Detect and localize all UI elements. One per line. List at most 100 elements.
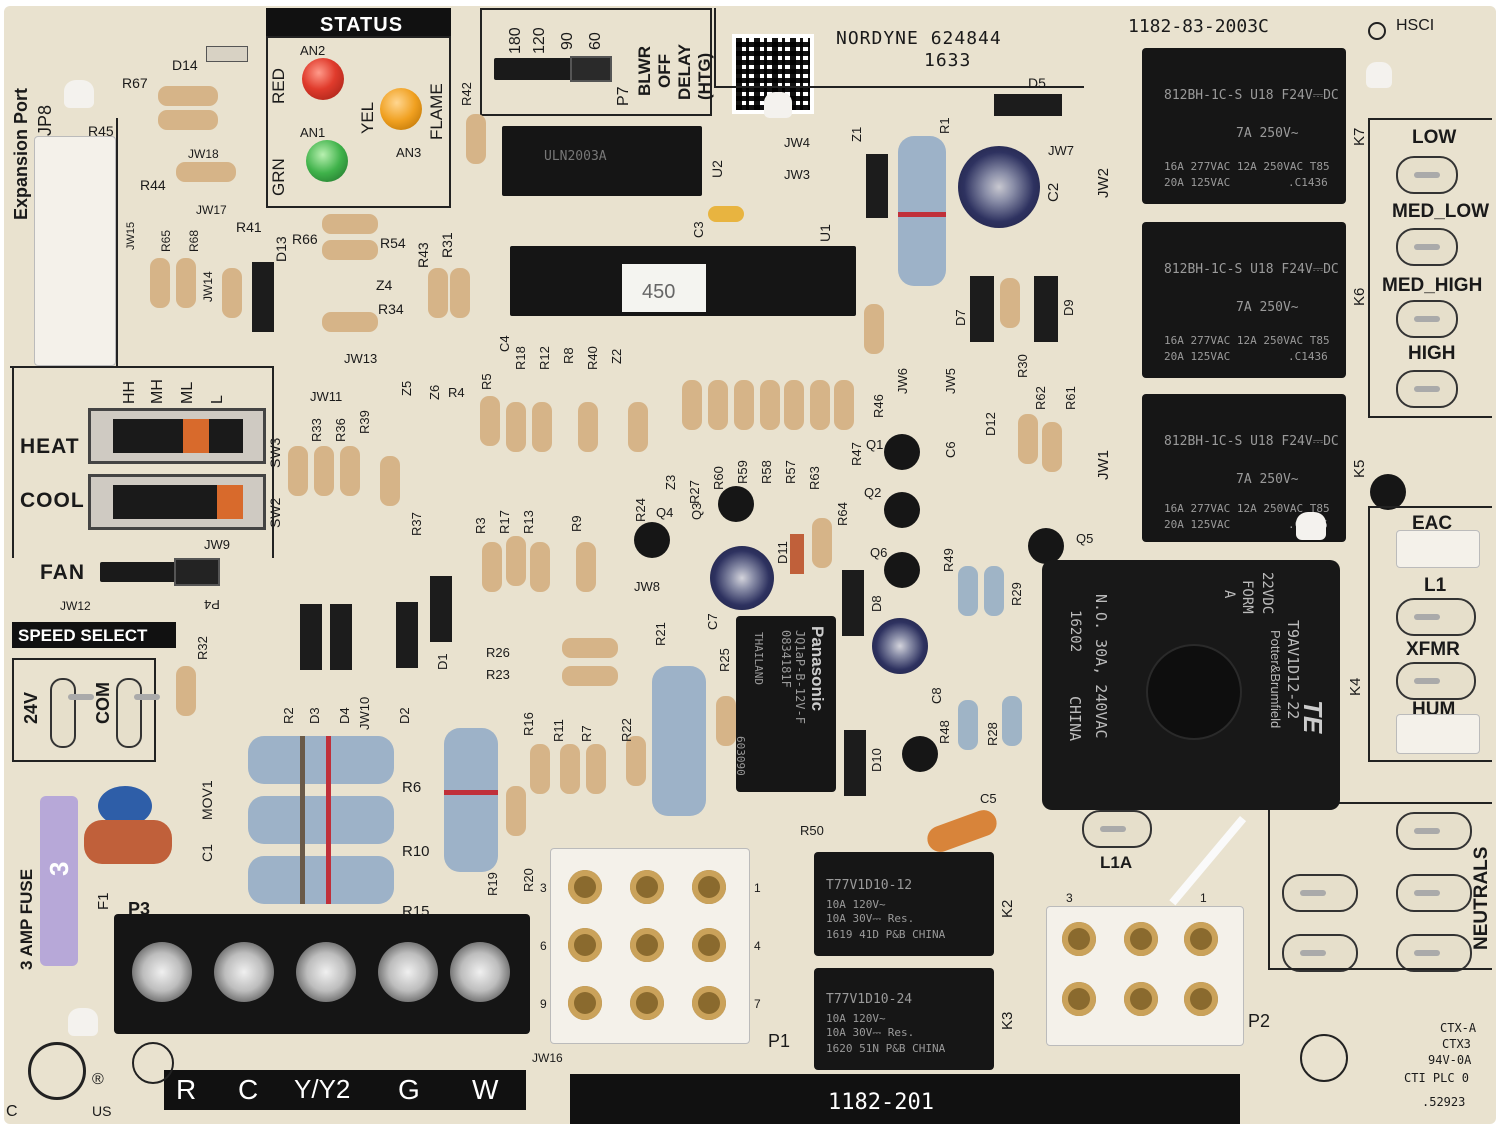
neutral-2[interactable] xyxy=(1396,874,1472,912)
fuse-3a[interactable] xyxy=(40,796,78,966)
expansion-port-connector[interactable] xyxy=(34,136,116,366)
ref-r63: R63 xyxy=(807,466,822,490)
ref-r18: R18 xyxy=(513,346,528,370)
p2-pin-4 xyxy=(1062,982,1096,1016)
ref-r58: R58 xyxy=(759,460,774,484)
terminal-com[interactable] xyxy=(116,678,160,748)
csa-logo xyxy=(28,1042,86,1100)
ref-d4: D4 xyxy=(337,707,352,724)
ref-c4: C4 xyxy=(497,335,512,352)
blower-jumper-cap[interactable] xyxy=(570,56,612,82)
ref-r44: R44 xyxy=(140,177,166,193)
l1-terminal[interactable] xyxy=(1396,598,1476,636)
p1-pin-9 xyxy=(692,986,726,1020)
capacitor-c8 xyxy=(872,618,928,674)
resistor-r17 xyxy=(506,536,526,586)
csa-us: US xyxy=(92,1103,112,1119)
tap-low-label: LOW xyxy=(1412,127,1457,148)
speed-tap-frame xyxy=(1368,118,1492,418)
ref-r31: R31 xyxy=(439,232,455,258)
diode-d9 xyxy=(1034,276,1058,342)
ref-r28: R28 xyxy=(985,722,1000,746)
ref-r4: R4 xyxy=(448,385,465,400)
k3-label: K3 xyxy=(999,1011,1016,1030)
tap-high[interactable] xyxy=(1396,370,1458,408)
resistor-row-3 xyxy=(532,402,552,452)
ref-r57: R57 xyxy=(783,460,798,484)
mount-hole-right xyxy=(1300,1034,1348,1082)
ref-d2: D2 xyxy=(397,707,412,724)
ref-q4: Q4 xyxy=(656,505,674,520)
ref-r17: R17 xyxy=(497,510,512,534)
k4-rating: N.O. 30A, 240VAC xyxy=(1092,594,1110,739)
u1-label: U1 xyxy=(817,224,833,242)
neutral-1[interactable] xyxy=(1396,812,1472,850)
blwr-label-4: (HTG) xyxy=(695,52,714,100)
power-resistor-r1 xyxy=(898,136,946,286)
dip-switch-cool[interactable] xyxy=(88,474,266,530)
p1-pinnum-9: 9 xyxy=(540,997,547,1011)
ref-r49: R49 xyxy=(941,548,956,572)
ref-jw12: JW12 xyxy=(60,599,91,613)
neutral-4[interactable] xyxy=(1282,874,1358,912)
fan-jumper-cap[interactable] xyxy=(174,558,220,586)
transistor-q6 xyxy=(884,552,920,588)
ref-z2: Z2 xyxy=(609,348,624,364)
neutral-3[interactable] xyxy=(1396,934,1472,972)
resistor-r22 xyxy=(626,736,646,786)
r6-label: R6 xyxy=(402,779,422,796)
eac-terminal[interactable] xyxy=(1396,530,1480,568)
ref-z1: Z1 xyxy=(849,126,864,142)
resistor-r54 xyxy=(322,240,378,260)
ref-r21: R21 xyxy=(653,622,668,646)
ref-r32: R32 xyxy=(195,636,210,660)
c2-label: C2 xyxy=(1045,182,1062,202)
diode-d3 xyxy=(300,604,322,670)
tap-medhigh[interactable] xyxy=(1396,300,1458,338)
p7-label: P7 xyxy=(615,86,632,106)
ref-d8: D8 xyxy=(869,595,884,612)
p2-pin-6 xyxy=(1184,982,1218,1016)
xfmr-terminal[interactable] xyxy=(1396,662,1476,700)
brand-line-1: NORDYNE 624844 xyxy=(836,28,1002,49)
ref-r12: R12 xyxy=(537,346,552,370)
k4-brand: TE xyxy=(1298,700,1328,734)
ref-d12: D12 xyxy=(983,412,998,436)
ref-q1: Q1 xyxy=(866,437,884,452)
tap-low[interactable] xyxy=(1396,156,1458,194)
terminal-screw-w[interactable] xyxy=(450,942,510,1002)
ref-d11: D11 xyxy=(775,541,790,564)
neutral-5[interactable] xyxy=(1282,934,1358,972)
mov1-label: MOV1 xyxy=(199,780,215,820)
resistor-r48 xyxy=(958,700,978,750)
tap-medlow[interactable] xyxy=(1396,228,1458,266)
resistor-r33 xyxy=(288,446,308,496)
terminal-screw-c[interactable] xyxy=(214,942,274,1002)
terminal-screw-g[interactable] xyxy=(378,942,438,1002)
p1-pinnum-3: 3 xyxy=(540,881,547,895)
ref-r45: R45 xyxy=(88,123,114,139)
resistor-r67b xyxy=(158,110,218,130)
resistor-r49 xyxy=(958,566,978,616)
resistor-r31 xyxy=(450,268,470,318)
dip-switch-heat[interactable] xyxy=(88,408,266,464)
ref-jw6: JW6 xyxy=(895,368,910,394)
l1a-terminal[interactable] xyxy=(1082,810,1152,848)
blower-option-120: 120 xyxy=(531,27,548,54)
power-resistor-r6a xyxy=(248,736,394,784)
hum-terminal[interactable] xyxy=(1396,714,1480,754)
blwr-label-3: DELAY xyxy=(675,43,694,100)
ref-jw17: JW17 xyxy=(196,203,227,217)
u2-label: U2 xyxy=(709,160,725,178)
resistor-row-7 xyxy=(708,380,728,430)
terminal-24v[interactable] xyxy=(50,678,94,748)
resistor-r7 xyxy=(586,744,606,794)
terminal-screw-y[interactable] xyxy=(296,942,356,1002)
k1-model: JQ1aP-B-12V-F xyxy=(793,630,807,724)
ref-r5: R5 xyxy=(479,373,494,390)
terminal-screw-r[interactable] xyxy=(132,942,192,1002)
resistor-r32 xyxy=(176,666,196,716)
relay-k3: T77V1D10-24 10A 120V~ 10A 30V⎓ Res. 1620… xyxy=(814,968,994,1070)
ref-r9: R9 xyxy=(569,515,584,532)
ref-r7: R7 xyxy=(579,725,594,742)
